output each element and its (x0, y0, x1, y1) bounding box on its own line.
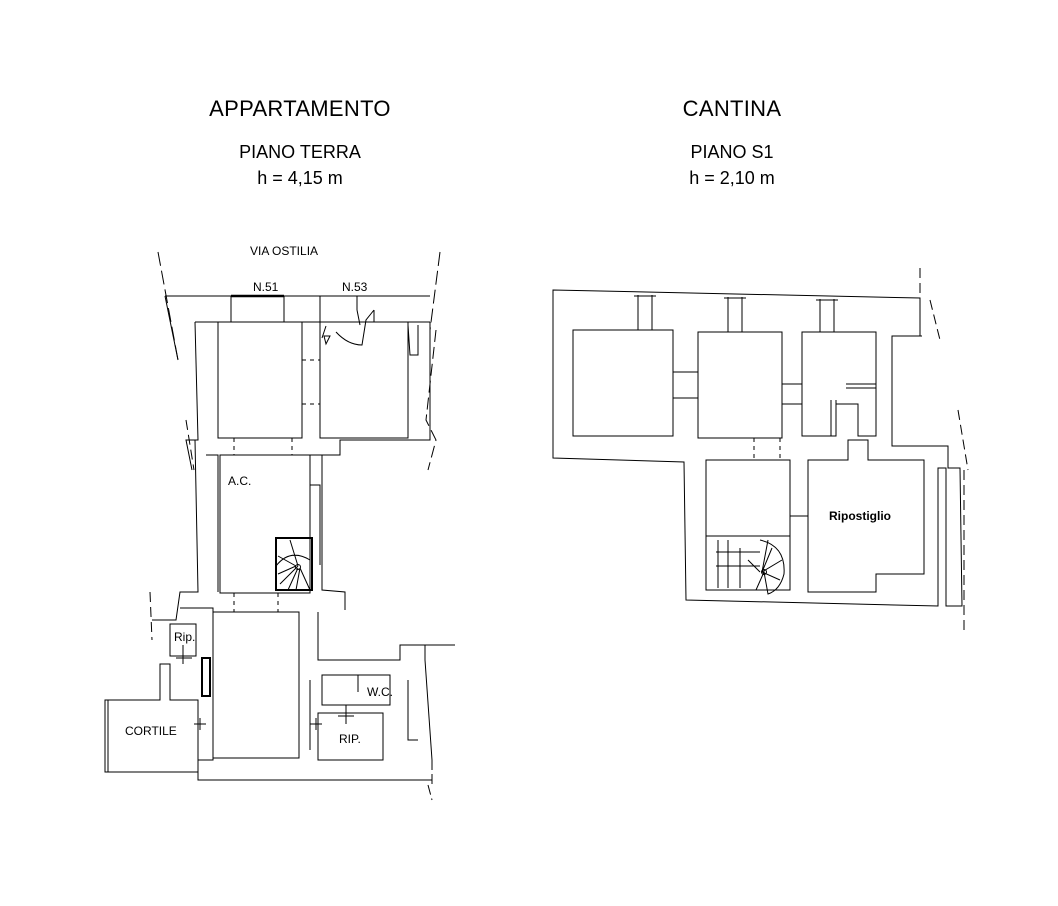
entrance-53-label: N.53 (342, 280, 368, 294)
room-cortile-label: CORTILE (125, 724, 177, 738)
apartment-title-block: APPARTAMENTO PIANO TERRA h = 4,15 m (150, 96, 450, 191)
room-ripostiglio-label: Ripostiglio (829, 509, 891, 523)
apartment-floor: PIANO TERRA (239, 142, 361, 162)
room-wc-label: W.C. (367, 685, 393, 699)
room-rip-small-label: Rip. (174, 630, 195, 644)
apartment-plan (104, 251, 455, 801)
entrance-51-label: N.51 (253, 280, 279, 294)
room-rip-bottom-label: RIP. (339, 732, 361, 746)
cellar-plan (552, 268, 969, 630)
cellar-spiral-stair (716, 539, 785, 595)
spiral-stair (275, 539, 311, 591)
cellar-title: CANTINA (682, 96, 782, 121)
cellar-title-block: CANTINA PIANO S1 h = 2,10 m (582, 96, 882, 191)
cellar-floor: PIANO S1 (690, 142, 774, 162)
cellar-height: h = 2,10 m (689, 168, 775, 188)
street-label: VIA OSTILIA (250, 244, 318, 258)
apartment-title: APPARTAMENTO (209, 96, 391, 121)
room-ac-label: A.C. (228, 474, 251, 488)
apartment-height: h = 4,15 m (257, 168, 343, 188)
